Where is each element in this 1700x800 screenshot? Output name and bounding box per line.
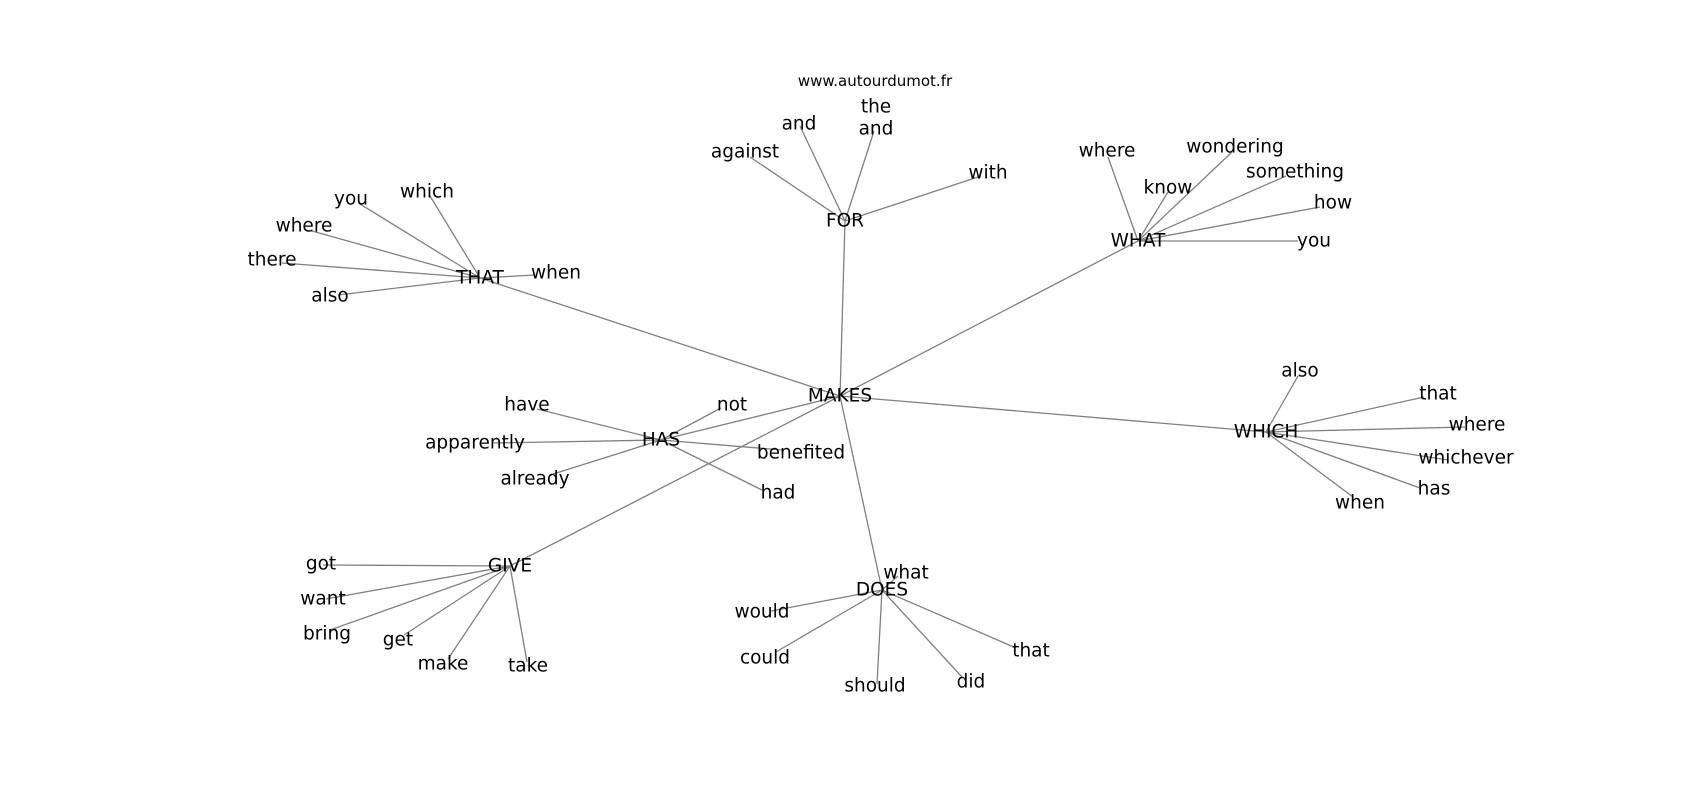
node-has-had: had bbox=[761, 483, 796, 504]
node-which-has: has bbox=[1418, 479, 1451, 500]
node-give-make: make bbox=[418, 654, 469, 675]
edge-what-what-how bbox=[1137, 206, 1321, 242]
node-has-benefited: benefited bbox=[757, 443, 845, 464]
node-that-also: also bbox=[311, 286, 348, 307]
node-what-you: you bbox=[1297, 231, 1331, 252]
edge-that-that-also bbox=[337, 277, 481, 296]
edge-which-which-where bbox=[1265, 426, 1466, 433]
edge-that-that-when bbox=[479, 274, 536, 279]
edge-that-that-which bbox=[429, 195, 481, 279]
node-has-apparently: apparently bbox=[425, 433, 525, 454]
edge-which-which-that bbox=[1265, 396, 1425, 433]
edge-which-which-also bbox=[1265, 375, 1299, 433]
node-does-should: should bbox=[844, 676, 905, 697]
node-give-get: get bbox=[383, 630, 413, 651]
node-does: DOES bbox=[856, 580, 908, 601]
node-does-could: could bbox=[740, 648, 790, 669]
edge-does-does-did bbox=[881, 589, 963, 678]
node-what-know: know bbox=[1144, 178, 1193, 199]
edge-that-that-you bbox=[359, 203, 481, 279]
edge-what-what-wondering bbox=[1137, 151, 1233, 242]
edge-makes-what bbox=[839, 240, 1139, 397]
edge-which-which-when bbox=[1265, 431, 1354, 498]
edge-makes-which bbox=[839, 395, 1267, 433]
node-that: THAT bbox=[455, 268, 504, 289]
edge-give-give-bring bbox=[329, 565, 511, 631]
node-makes: MAKES bbox=[808, 386, 872, 407]
edge-does-does-could bbox=[775, 589, 883, 653]
edge-give-give-get bbox=[403, 565, 511, 636]
edge-has-has-have bbox=[536, 408, 662, 441]
edge-does-does-what bbox=[881, 575, 899, 591]
edge-for-for-with bbox=[844, 176, 979, 222]
node-which-also: also bbox=[1281, 361, 1318, 382]
edge-what-what-where bbox=[1107, 156, 1139, 242]
node-what: WHAT bbox=[1111, 231, 1166, 252]
edge-give-give-got bbox=[322, 564, 511, 567]
node-for-against: against bbox=[711, 142, 779, 163]
edge-that-that-where bbox=[311, 230, 481, 279]
edge-has-has-benefited bbox=[660, 439, 783, 451]
edge-give-give-take bbox=[509, 565, 528, 663]
edge-makes-give bbox=[509, 395, 841, 567]
node-has-have: have bbox=[504, 395, 549, 416]
node-for-and: and bbox=[782, 114, 817, 135]
node-what-where: where bbox=[1079, 141, 1136, 162]
node-for-with: with bbox=[968, 163, 1007, 184]
node-what-something: something bbox=[1246, 162, 1344, 183]
node-which-that: that bbox=[1419, 384, 1457, 405]
node-does-what: what bbox=[883, 563, 928, 584]
node-give-want: want bbox=[300, 589, 345, 610]
edge-give-give-want bbox=[325, 565, 511, 600]
node-what-how: how bbox=[1314, 193, 1352, 214]
edge-has-has-already bbox=[549, 439, 662, 476]
edge-layer bbox=[281, 125, 1466, 685]
node-which-when: when bbox=[1335, 493, 1385, 514]
node-has-not: not bbox=[717, 395, 747, 416]
node-that-you: you bbox=[334, 189, 368, 210]
node-give: GIVE bbox=[488, 556, 532, 577]
edge-for-for-and bbox=[799, 125, 846, 222]
node-that-which: which bbox=[400, 182, 454, 203]
node-that-when: when bbox=[531, 263, 581, 284]
node-does-would: would bbox=[734, 602, 789, 623]
edge-makes-that bbox=[479, 277, 841, 397]
node-for: FOR bbox=[826, 211, 864, 232]
edge-which-which-whichever bbox=[1265, 431, 1449, 461]
edge-has-has-apparently bbox=[491, 439, 662, 444]
edge-does-does-that bbox=[881, 589, 1017, 649]
edge-what-what-know bbox=[1137, 191, 1169, 242]
edge-that-that-there bbox=[281, 262, 481, 279]
edge-has-has-not bbox=[660, 407, 722, 441]
node-does-did: did bbox=[957, 672, 986, 693]
edge-makes-does bbox=[839, 395, 883, 591]
source-label: www.autourdumot.fr bbox=[797, 72, 953, 90]
edge-has-has-had bbox=[660, 439, 763, 491]
node-that-there: there bbox=[248, 250, 297, 271]
edge-does-does-would bbox=[770, 589, 883, 612]
node-has: HAS bbox=[642, 430, 680, 451]
edge-what-what-something bbox=[1137, 175, 1287, 242]
node-does-that: that bbox=[1012, 641, 1050, 662]
node-that-where: where bbox=[276, 216, 333, 237]
node-give-bring: bring bbox=[303, 624, 351, 645]
label-layer: MAKESTHATwhichyouwheretherealsowhenFORag… bbox=[248, 97, 1514, 697]
edge-makes-has bbox=[660, 395, 841, 441]
node-give-got: got bbox=[306, 554, 336, 575]
edge-does-does-should bbox=[876, 589, 883, 685]
edge-give-give-make bbox=[447, 565, 511, 660]
node-which-whichever: whichever bbox=[1418, 448, 1514, 469]
node-has-already: already bbox=[500, 469, 569, 490]
node-which-where: where bbox=[1449, 415, 1506, 436]
edge-for-for-the-and bbox=[844, 130, 875, 222]
edge-for-for-against bbox=[749, 156, 846, 222]
node-give-take: take bbox=[508, 656, 548, 677]
edge-makes-for bbox=[839, 220, 846, 397]
node-what-wondering: wondering bbox=[1186, 137, 1284, 158]
edge-which-which-has bbox=[1265, 431, 1421, 489]
node-which: WHICH bbox=[1234, 422, 1299, 443]
